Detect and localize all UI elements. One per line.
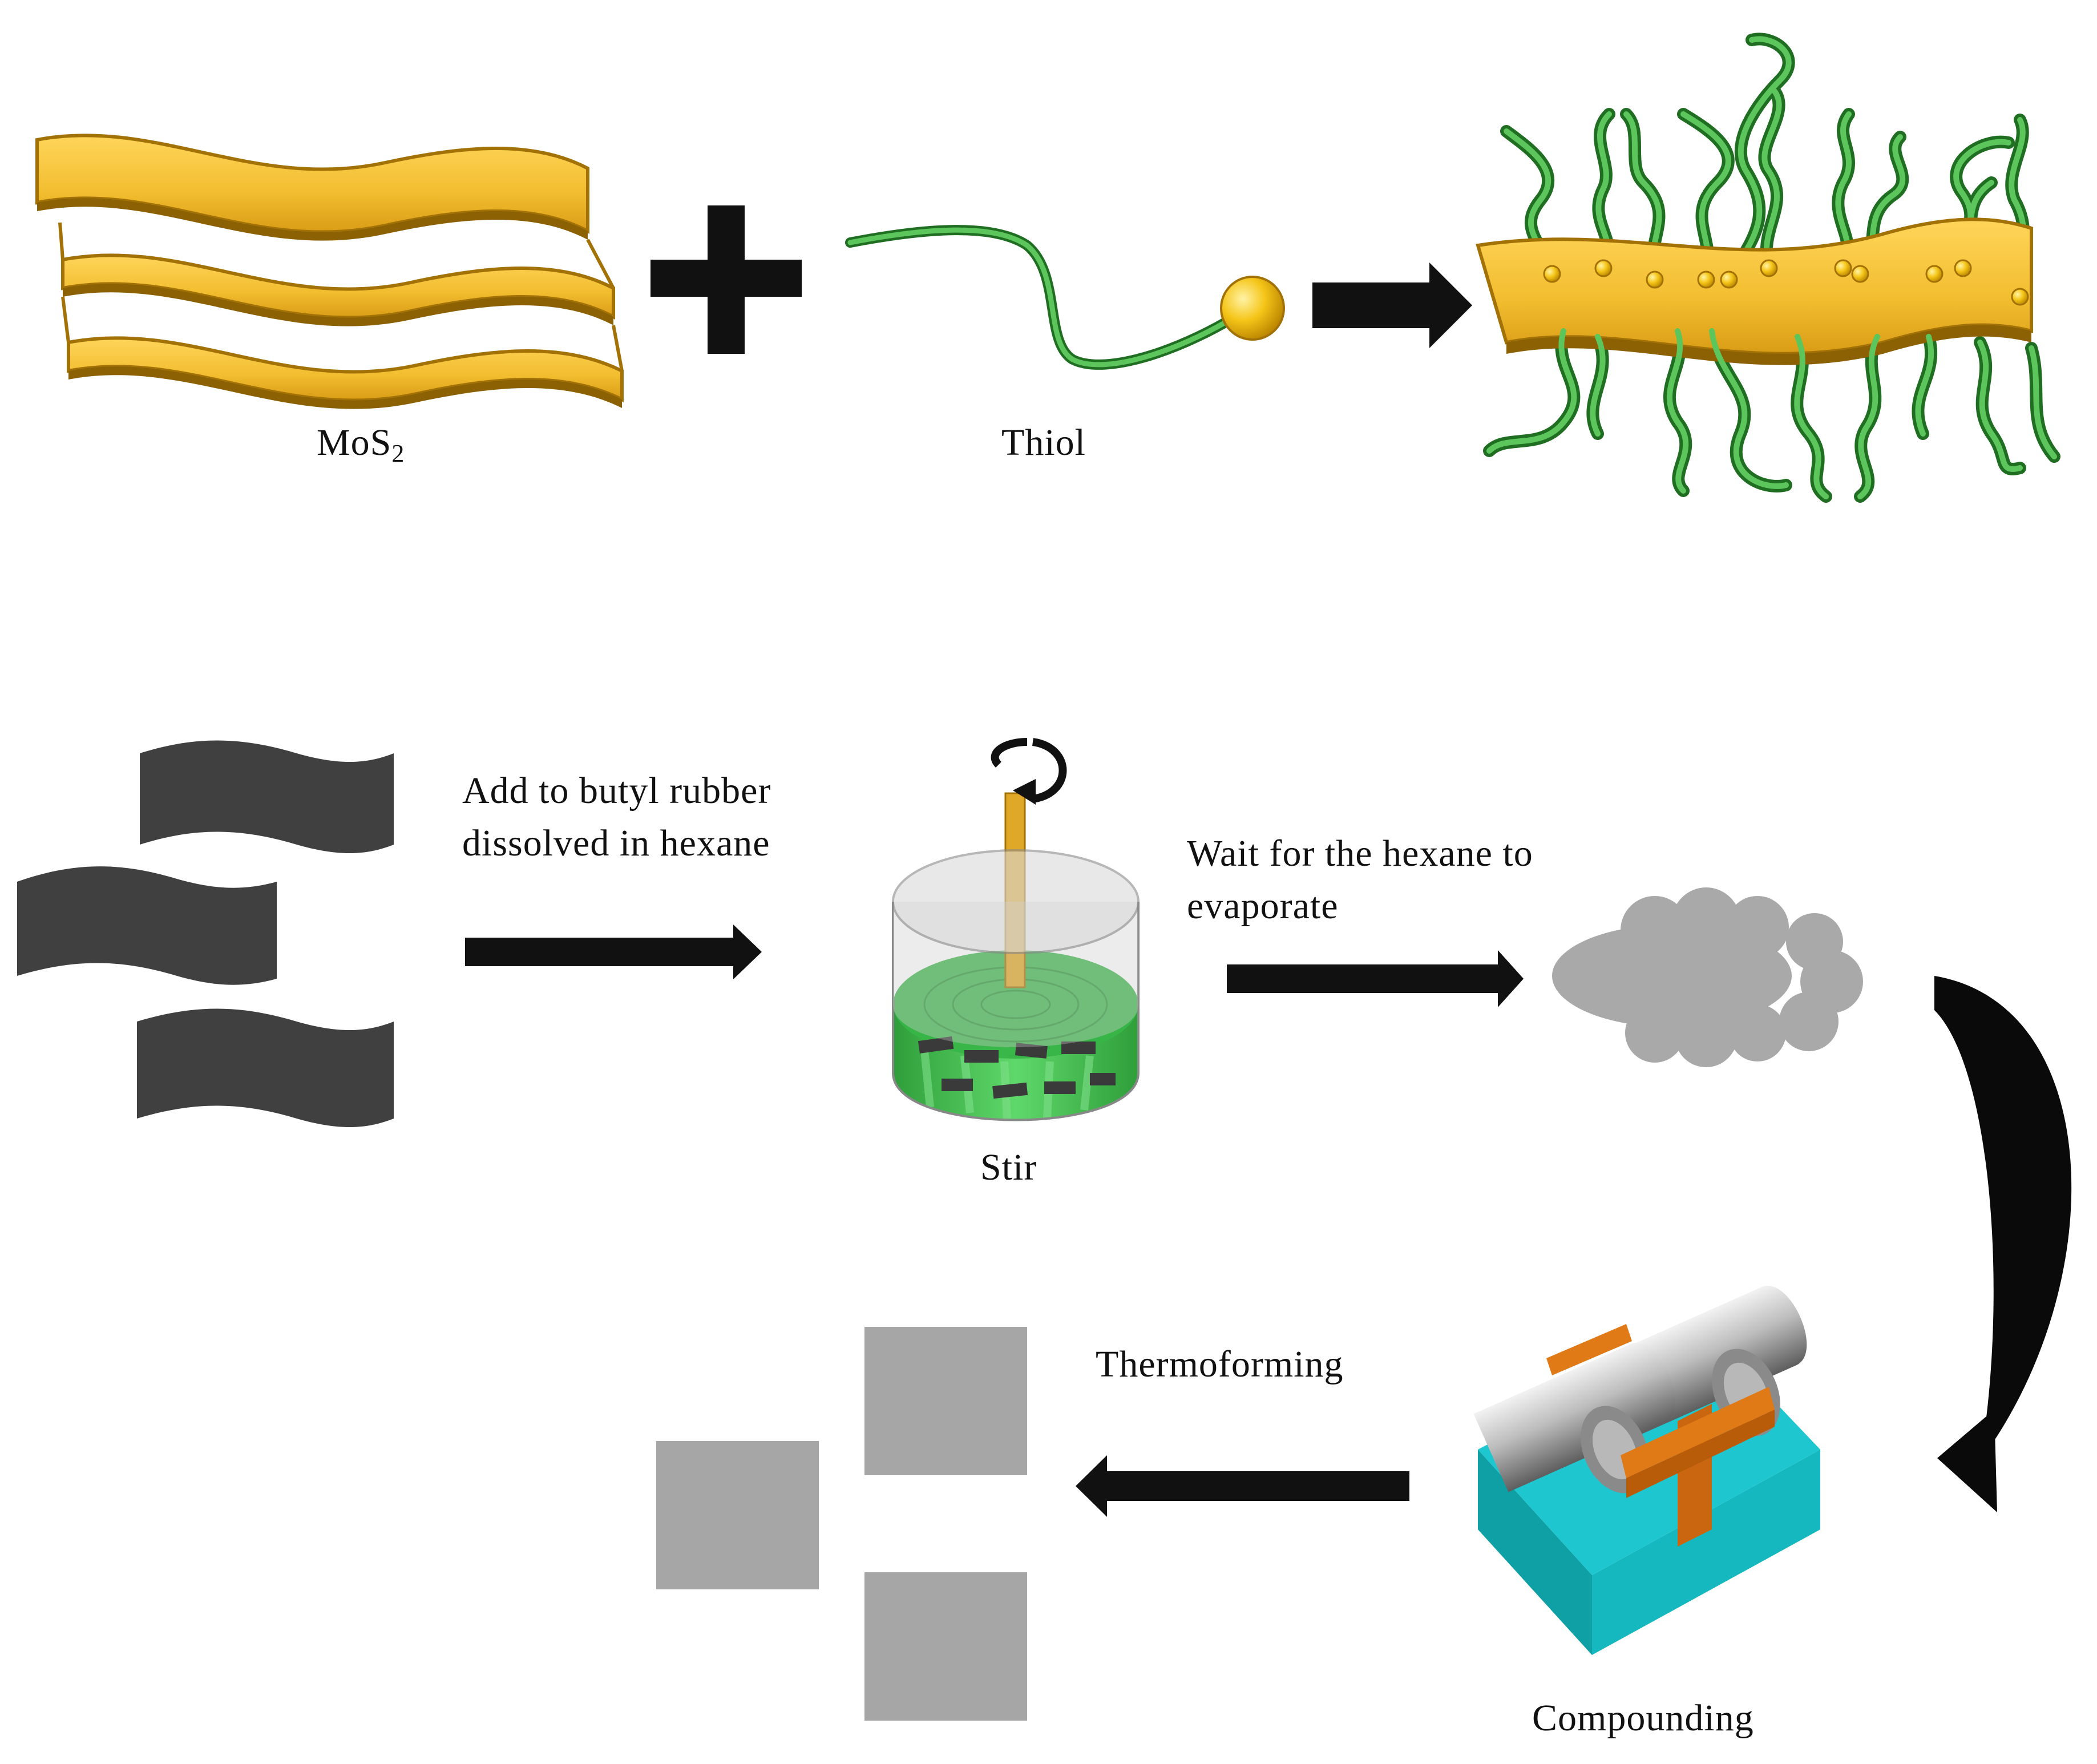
arrow-left-icon: [1076, 1455, 1409, 1517]
two-roll-mill-icon: [1473, 1286, 1820, 1655]
functionalized-sheet-icon: [1476, 33, 2060, 503]
beaker-stir-icon: [892, 738, 1140, 1121]
stir-label: Stir: [980, 1147, 1037, 1188]
arrow-right-icon: [1312, 263, 1472, 348]
dark-sheets-icon: [17, 740, 394, 1127]
arrow-right-icon: [1227, 950, 1524, 1007]
plus-icon: [650, 205, 802, 354]
add-step-label-line2: dissolved in hexane: [462, 822, 770, 864]
wait-step-label-line2: evaporate: [1187, 885, 1339, 927]
curved-arrow-icon: [1934, 976, 2072, 1512]
cloud-icon: [1552, 887, 1863, 1067]
mos2-layers-icon: [35, 134, 624, 409]
add-step-label-line1: Add to butyl rubber: [462, 770, 771, 812]
wait-step-label-line1: Wait for the hexane to: [1187, 833, 1533, 874]
mos2-label-main: MoS: [317, 422, 392, 463]
thiol-label: Thiol: [1001, 422, 1086, 463]
thiol-molecule-icon: [845, 225, 1285, 370]
square-samples-icon: [656, 1327, 1027, 1721]
arrow-right-icon: [465, 925, 762, 979]
mos2-label-subscript: 2: [391, 439, 405, 467]
mos2-label: MoS2: [317, 417, 405, 471]
thermoforming-label: Thermoforming: [1096, 1343, 1344, 1385]
compounding-label: Compounding: [1532, 1697, 1754, 1739]
